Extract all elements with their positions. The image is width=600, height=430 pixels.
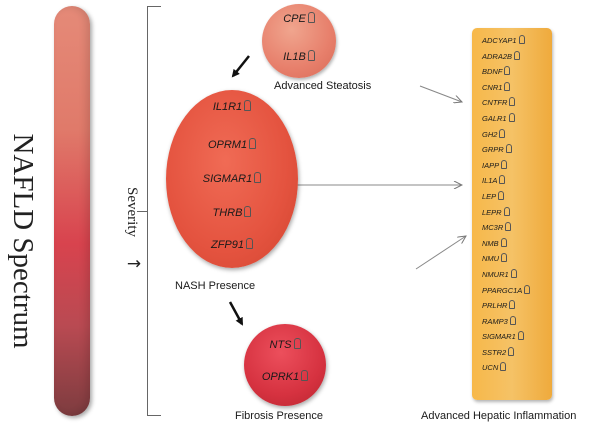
- nafld-spectrum-bar: [54, 6, 90, 416]
- hand-pointer-icon: [499, 128, 506, 138]
- gene-label: SIGMAR1: [166, 172, 298, 185]
- hand-pointer-icon: [509, 97, 516, 107]
- inflammation-gene-list: ADCYAP1 ADRA2B BDNF CNR1 CNTFR GALR1 GH2…: [476, 33, 548, 376]
- gene-label: ZFP91: [166, 238, 298, 251]
- hand-pointer-icon: [500, 237, 507, 247]
- list-item: SIGMAR1: [476, 329, 548, 345]
- list-item: LEPR: [476, 205, 548, 221]
- bracket-top-tick: [147, 6, 161, 7]
- steatosis-node: [262, 4, 336, 78]
- list-item: CNTFR: [476, 95, 548, 111]
- nash-node: [166, 90, 298, 268]
- list-item: UCN: [476, 360, 548, 376]
- gene-label: NTS: [244, 338, 326, 351]
- gene-label: IL1B: [262, 50, 336, 63]
- list-item: IAPP: [476, 158, 548, 174]
- hand-pointer-icon: [504, 81, 511, 91]
- hand-pointer-icon: [244, 206, 252, 217]
- list-item: ADCYAP1: [476, 33, 548, 49]
- hand-pointer-icon: [293, 338, 301, 349]
- list-item: GH2: [476, 127, 548, 143]
- severity-arrow-icon: →: [126, 254, 142, 274]
- gene-label: CPE: [262, 12, 336, 25]
- hand-pointer-icon: [498, 190, 505, 200]
- fibrosis-node: [244, 324, 326, 406]
- hand-pointer-icon: [503, 206, 510, 216]
- hand-pointer-icon: [505, 144, 512, 154]
- hand-pointer-icon: [249, 138, 257, 149]
- gene-label: OPRK1: [244, 370, 326, 383]
- list-item: NMB: [476, 236, 548, 252]
- list-item: CNR1: [476, 80, 548, 96]
- hand-pointer-icon: [307, 12, 315, 23]
- bracket-bottom-tick: [147, 415, 161, 416]
- hand-pointer-icon: [509, 300, 516, 310]
- arrow-inflammation-to-fibrosis: [415, 236, 466, 270]
- hand-pointer-icon: [514, 50, 521, 60]
- hand-pointer-icon: [509, 315, 516, 325]
- hand-pointer-icon: [524, 284, 531, 294]
- list-item: BDNF: [476, 64, 548, 80]
- list-item: IL1A: [476, 173, 548, 189]
- hand-pointer-icon: [500, 362, 507, 372]
- hand-pointer-icon: [508, 112, 515, 122]
- list-item: SSTR2: [476, 345, 548, 361]
- hand-pointer-icon: [504, 66, 511, 76]
- list-item: GALR1: [476, 111, 548, 127]
- inflammation-node: [472, 28, 552, 400]
- hand-pointer-icon: [510, 268, 517, 278]
- hand-pointer-icon: [505, 222, 512, 232]
- gene-label: THRB: [166, 206, 298, 219]
- nash-caption: NASH Presence: [175, 280, 256, 292]
- list-item: GRPR: [476, 142, 548, 158]
- hand-pointer-icon: [254, 172, 262, 183]
- hand-pointer-icon: [244, 100, 252, 111]
- steatosis-caption: Advanced Steatosis: [274, 80, 372, 92]
- list-item: RAMP3: [476, 314, 548, 330]
- gene-label: IL1R1: [166, 100, 298, 113]
- hand-pointer-icon: [307, 50, 315, 61]
- arrow-inflammation-to-steatosis: [419, 85, 462, 102]
- gene-label: OPRM1: [166, 138, 298, 151]
- list-item: NMU: [476, 251, 548, 267]
- list-item: PPARGC1A: [476, 283, 548, 299]
- hand-pointer-icon: [501, 253, 508, 263]
- hand-pointer-icon: [246, 238, 253, 249]
- list-item: LEP: [476, 189, 548, 205]
- arrow-nash-to-fibrosis: [228, 301, 244, 326]
- arrow-steatosis-to-nash: [231, 55, 250, 78]
- list-item: ADRA2B: [476, 49, 548, 65]
- hand-pointer-icon: [301, 370, 309, 381]
- list-item: PRLHR: [476, 298, 548, 314]
- inflammation-caption: Advanced Hepatic Inflammation: [421, 410, 577, 422]
- bracket-vertical: [147, 6, 148, 416]
- hand-pointer-icon: [508, 346, 515, 356]
- list-item: MC3R: [476, 220, 548, 236]
- bracket-mid-tick: [137, 211, 147, 212]
- fibrosis-caption: Fibrosis Presence: [235, 410, 324, 422]
- hand-pointer-icon: [517, 331, 524, 341]
- hand-pointer-icon: [499, 175, 506, 185]
- hand-pointer-icon: [501, 159, 508, 169]
- hand-pointer-icon: [518, 35, 525, 44]
- list-item: NMUR1: [476, 267, 548, 283]
